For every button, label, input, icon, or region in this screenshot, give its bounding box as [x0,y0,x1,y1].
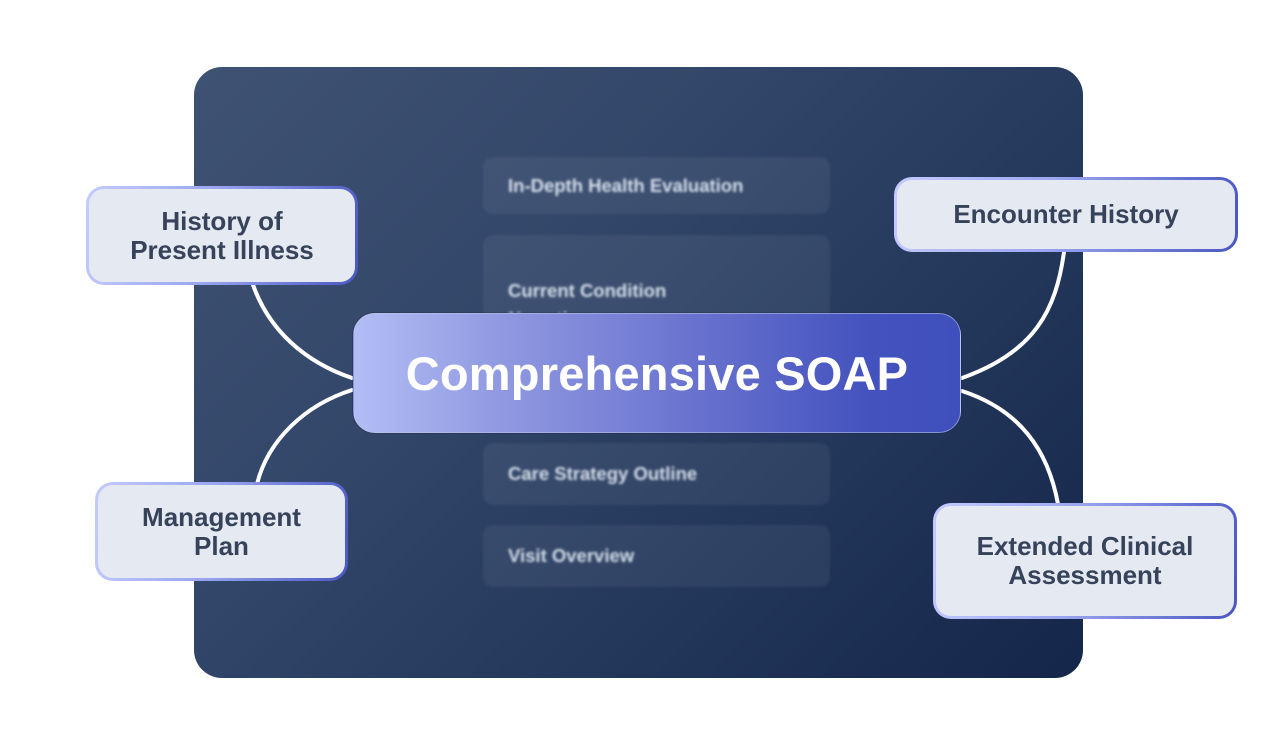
node-encounter-history[interactable]: Encounter History [894,177,1238,252]
node-label: History of Present Illness [130,205,314,265]
background-section-label: Care Strategy Outline [508,463,698,484]
background-section-list: In-Depth Health Evaluation Current Condi… [483,67,830,678]
node-management-plan[interactable]: Management Plan [95,482,348,581]
node-extended-clinical-assessment[interactable]: Extended Clinical Assessment [933,503,1237,619]
node-label: Encounter History [953,199,1179,229]
background-section-item: In-Depth Health Evaluation [483,157,830,214]
node-label: Management Plan [142,501,301,561]
node-label: Extended Clinical Assessment [976,531,1194,590]
background-section-label: In-Depth Health Evaluation [508,175,744,196]
center-node-label: Comprehensive SOAP [405,346,909,400]
background-section-item: Care Strategy Outline [483,443,830,505]
background-section-item: Visit Overview [483,525,830,587]
center-node-comprehensive-soap[interactable]: Comprehensive SOAP [353,313,961,433]
background-section-label: Visit Overview [508,545,635,566]
node-history-of-present-illness[interactable]: History of Present Illness [86,186,358,285]
